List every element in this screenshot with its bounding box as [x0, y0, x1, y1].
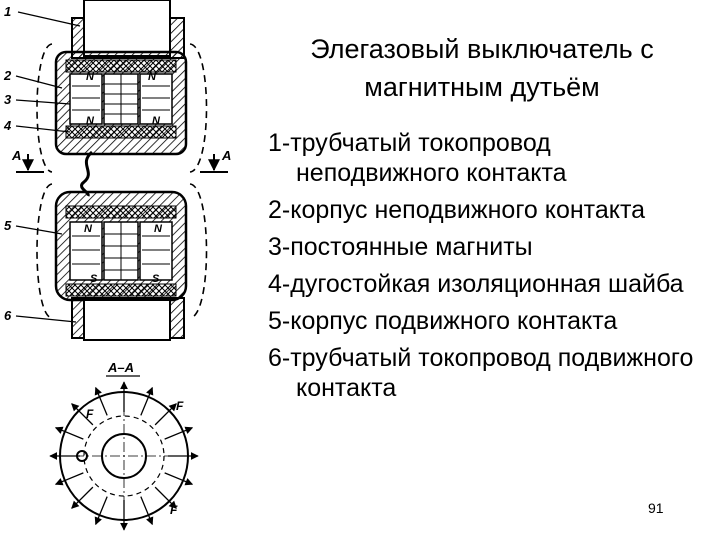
electric-arc [80, 150, 94, 197]
flux-lines [36, 43, 208, 319]
force-label-3: F [170, 503, 178, 517]
callout-1: 1 [4, 4, 11, 19]
callout-4: 4 [3, 118, 12, 133]
radial-arrow [140, 386, 154, 416]
magnet-left-upper [69, 73, 103, 125]
component-list: 1-трубчатый токопровод неподвижного конт… [268, 128, 708, 410]
component-item: 4-дугостойкая изоляционная шайба [268, 270, 684, 298]
component-item: 3-постоянные магниты [268, 233, 533, 261]
section-title: A–A [107, 360, 134, 375]
component-item: 2-корпус неподвижного контакта [268, 196, 646, 224]
fixed-contact-assembly [54, 0, 188, 156]
radial-arrow [71, 403, 94, 426]
radial-arrow [140, 496, 154, 526]
force-label-1: F [86, 407, 94, 421]
arc-resistant-washer [65, 125, 177, 139]
pole-n-5: N [84, 223, 93, 235]
title-line-2: магнитным дутьём [364, 72, 600, 102]
section-mark-right: A [221, 148, 231, 163]
pole-n-2: N [148, 71, 157, 83]
breaker-diagram: 1 2 3 4 5 6 N N N N N N S S A A A–A [3, 0, 231, 531]
magnet-right-upper [139, 73, 173, 125]
pole-n-6: N [154, 223, 163, 235]
component-item: 5-корпус подвижного контакта [268, 307, 618, 335]
pole-s-1: S [90, 273, 98, 285]
radial-arrow [164, 472, 194, 486]
pole-n-4: N [152, 115, 161, 127]
pole-n-1: N [86, 71, 95, 83]
title-line-1: Элегазовый выключатель с [310, 34, 654, 64]
radial-arrow [54, 426, 84, 440]
callout-5: 5 [4, 218, 12, 233]
slide-title: Элегазовый выключатель с магнитным дутьё… [262, 30, 702, 106]
component-item: 1-трубчатый токопровод неподвижного конт… [268, 129, 567, 187]
radial-arrow [154, 486, 177, 509]
callout-3: 3 [4, 92, 12, 107]
component-item: 6-трубчатый токопровод подвижного контак… [268, 344, 694, 402]
radial-arrow [164, 426, 194, 440]
section-mark-left: A [11, 148, 21, 163]
radial-arrow [71, 486, 94, 509]
callout-2: 2 [3, 68, 12, 83]
radial-arrow [94, 386, 108, 416]
magnet-right-lower [139, 221, 173, 281]
moving-contact-assembly [54, 190, 188, 341]
force-arrows [49, 381, 199, 531]
radial-arrow [154, 403, 177, 426]
force-label-2: F [176, 399, 184, 413]
radial-arrow [54, 472, 84, 486]
page-number: 91 [648, 500, 664, 516]
radial-arrow [94, 496, 108, 526]
magnet-left-lower [69, 221, 103, 281]
pole-n-3: N [86, 115, 95, 127]
pole-s-2: S [152, 273, 160, 285]
callout-6: 6 [4, 308, 12, 323]
